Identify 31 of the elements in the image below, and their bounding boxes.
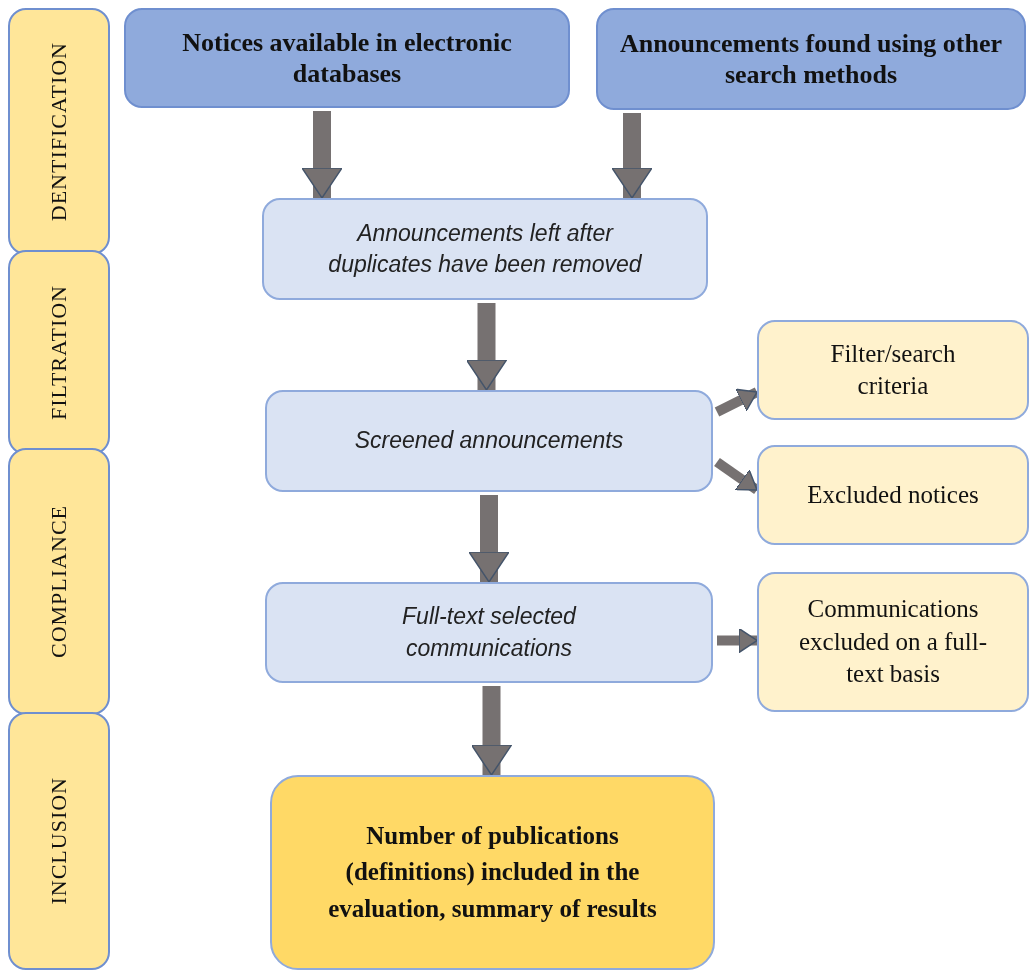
block-arrow — [468, 495, 510, 583]
stage-band — [8, 8, 110, 255]
side-box — [757, 445, 1029, 545]
source-box — [124, 8, 570, 108]
stage-label: DENTIFICATION — [46, 41, 72, 222]
box-text: Excluded notices — [807, 479, 979, 510]
block-arrow — [465, 303, 508, 391]
box-text: Announcements left after duplicates have been removed — [327, 218, 643, 279]
result-box — [270, 775, 715, 970]
block-arrow — [611, 113, 653, 199]
side-box — [757, 320, 1029, 420]
box-text: Communications excluded on a full-text basis — [797, 594, 989, 690]
block-arrow — [470, 686, 513, 776]
block-arrow — [301, 111, 343, 199]
source-box — [596, 8, 1026, 110]
box-text: Full-text selected communications — [401, 602, 578, 663]
process-box — [262, 198, 708, 300]
stage-label: COMPLIANCE — [46, 505, 72, 658]
stage-band — [8, 712, 110, 970]
process-box — [265, 390, 713, 492]
box-text: Screened announcements — [354, 426, 624, 456]
box-text: Filter/search criteria — [829, 338, 957, 401]
process-box — [265, 582, 713, 683]
block-arrow — [717, 627, 758, 654]
stage-label: FILTRATION — [46, 284, 72, 421]
box-text: Number of publications (definitions) included in the evaluation, summary of results — [327, 821, 658, 924]
box-text: Notices available in electronic databases — [182, 26, 512, 90]
stage-band — [8, 448, 110, 715]
box-text: Announcements found using other search methods — [618, 27, 1004, 91]
stage-label: INCLUSION — [46, 777, 72, 905]
side-box — [757, 572, 1029, 712]
